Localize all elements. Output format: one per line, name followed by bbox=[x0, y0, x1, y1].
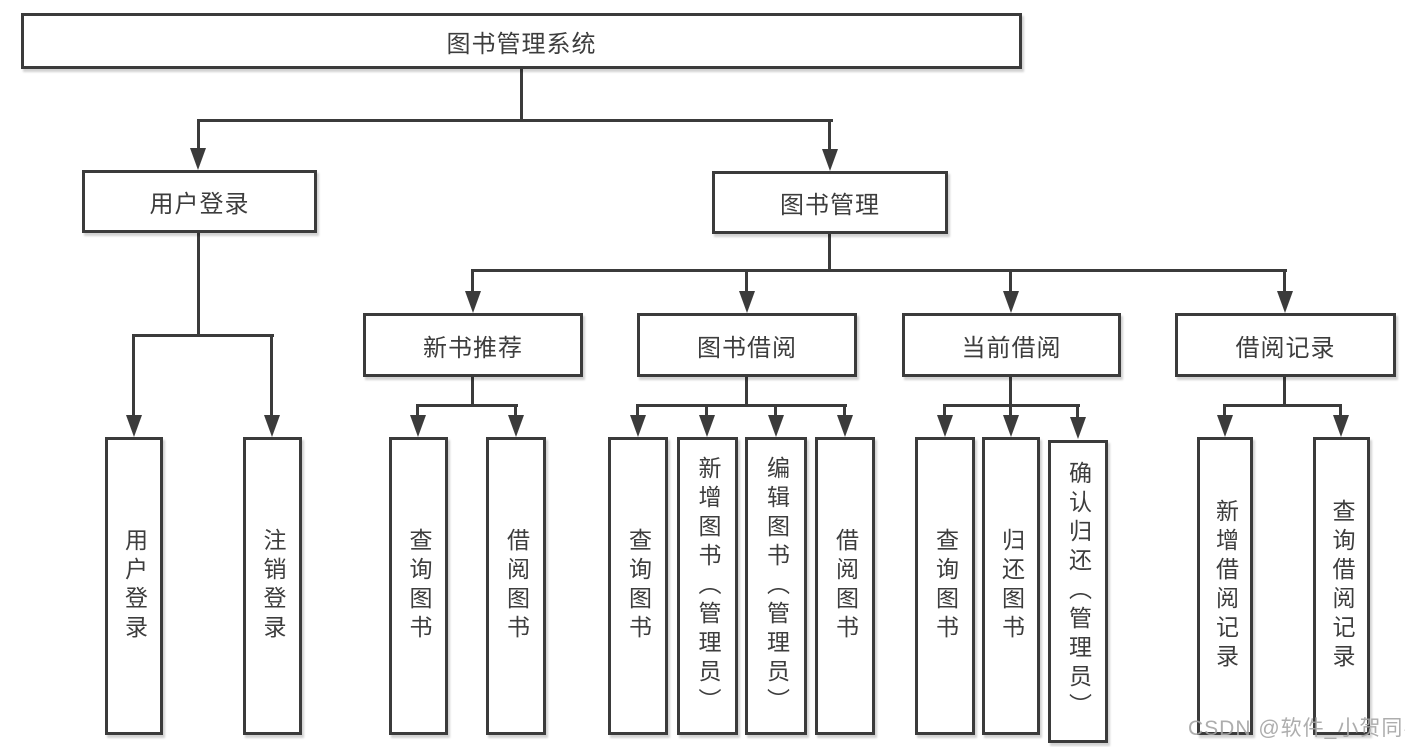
arrow-down-icon bbox=[1003, 415, 1019, 437]
connector-line bbox=[774, 404, 777, 417]
connector-line bbox=[132, 334, 274, 337]
leaf-user-login: 用户登录 bbox=[105, 437, 163, 735]
node-label: 查询图书 bbox=[932, 528, 959, 644]
connector-line bbox=[828, 234, 831, 272]
connector-line bbox=[1223, 404, 1342, 407]
connector-line bbox=[745, 269, 748, 293]
connector-line bbox=[270, 334, 273, 416]
connector-line bbox=[197, 233, 200, 337]
node-label: 借阅记录 bbox=[1235, 334, 1336, 362]
connector-line bbox=[1009, 404, 1012, 417]
arrow-down-icon bbox=[937, 415, 953, 437]
leaf-borrow-book: 借阅图书 bbox=[815, 437, 875, 735]
leaf-query-borrow-record: 查询借阅记录 bbox=[1313, 437, 1370, 735]
leaf-borrow-book-recommend: 借阅图书 bbox=[486, 437, 546, 735]
node-label: 编辑图书（管理员） bbox=[763, 455, 790, 717]
leaf-add-book-admin: 新增图书（管理员） bbox=[677, 437, 738, 735]
leaf-confirm-return-admin: 确认归还（管理员） bbox=[1048, 440, 1108, 743]
node-book-management-system: 图书管理系统 bbox=[21, 13, 1022, 69]
leaf-edit-book-admin: 编辑图书（管理员） bbox=[745, 437, 807, 735]
connector-line bbox=[197, 119, 833, 122]
node-user-login: 用户登录 bbox=[82, 170, 317, 233]
node-label: 借阅图书 bbox=[503, 528, 530, 644]
arrow-down-icon bbox=[1003, 291, 1019, 313]
connector-line bbox=[636, 404, 639, 417]
node-label: 查询图书 bbox=[625, 528, 652, 644]
arrow-down-icon bbox=[739, 291, 755, 313]
arrow-down-icon bbox=[768, 415, 784, 437]
arrow-down-icon bbox=[1277, 291, 1293, 313]
connector-line bbox=[1009, 269, 1012, 293]
connector-line bbox=[471, 269, 1287, 272]
connector-line bbox=[1223, 404, 1226, 417]
connector-line bbox=[471, 269, 474, 293]
connector-line bbox=[471, 377, 474, 407]
connector-line bbox=[1283, 269, 1286, 293]
node-label: 图书管理系统 bbox=[446, 30, 597, 58]
arrow-down-icon bbox=[190, 148, 206, 170]
node-label: 图书借阅 bbox=[697, 334, 797, 362]
node-label: 查询借阅记录 bbox=[1329, 499, 1355, 673]
leaf-query-book-recommend: 查询图书 bbox=[389, 437, 448, 735]
node-book-borrow: 图书借阅 bbox=[637, 313, 857, 377]
node-label: 图书管理 bbox=[780, 192, 880, 219]
arrow-down-icon bbox=[630, 415, 646, 437]
arrow-down-icon bbox=[126, 415, 142, 437]
node-label: 归还图书 bbox=[998, 528, 1025, 644]
leaf-return-book: 归还图书 bbox=[982, 437, 1040, 735]
arrow-down-icon bbox=[699, 415, 715, 437]
connector-line bbox=[705, 404, 708, 417]
node-label: 用户登录 bbox=[121, 528, 148, 644]
leaf-logout: 注销登录 bbox=[243, 437, 302, 735]
leaf-query-book-current: 查询图书 bbox=[915, 437, 975, 735]
connector-line bbox=[520, 68, 523, 121]
connector-line bbox=[636, 404, 847, 407]
leaf-add-borrow-record: 新增借阅记录 bbox=[1197, 437, 1253, 735]
node-label: 查询图书 bbox=[406, 528, 432, 644]
arrow-down-icon bbox=[1333, 415, 1349, 437]
arrow-down-icon bbox=[822, 149, 838, 171]
connector-line bbox=[1009, 377, 1012, 407]
node-current-borrow: 当前借阅 bbox=[902, 313, 1121, 377]
leaf-query-book-borrow: 查询图书 bbox=[608, 437, 668, 735]
arrow-down-icon bbox=[465, 291, 481, 313]
node-label: 借阅图书 bbox=[832, 528, 859, 644]
arrow-down-icon bbox=[508, 415, 524, 437]
node-label: 用户登录 bbox=[149, 191, 250, 218]
arrow-down-icon bbox=[837, 415, 853, 437]
connector-line bbox=[1076, 404, 1079, 417]
connector-line bbox=[1283, 377, 1286, 407]
connector-line bbox=[828, 119, 831, 150]
node-new-book-recommend: 新书推荐 bbox=[363, 313, 583, 377]
arrow-down-icon bbox=[1217, 415, 1233, 437]
node-borrow-records: 借阅记录 bbox=[1175, 313, 1396, 377]
arrow-down-icon bbox=[1070, 417, 1086, 439]
connector-line bbox=[745, 377, 748, 407]
connector-line bbox=[1339, 404, 1342, 417]
connector-line bbox=[843, 404, 846, 417]
arrow-down-icon bbox=[264, 415, 280, 437]
connector-line bbox=[416, 404, 419, 417]
node-label: 新增借阅记录 bbox=[1212, 499, 1239, 673]
connector-line bbox=[132, 334, 135, 416]
node-label: 当前借阅 bbox=[961, 334, 1062, 362]
node-book-management: 图书管理 bbox=[712, 171, 948, 234]
node-label: 新增图书（管理员） bbox=[695, 455, 721, 717]
connector-line bbox=[416, 404, 518, 407]
watermark: CSDN @软件_小贺同学 bbox=[1188, 717, 1405, 740]
arrow-down-icon bbox=[410, 415, 426, 437]
node-label: 注销登录 bbox=[260, 528, 286, 644]
connector-line bbox=[943, 404, 946, 417]
connector-line bbox=[197, 119, 200, 149]
connector-line bbox=[514, 404, 517, 417]
node-label: 确认归还（管理员） bbox=[1065, 461, 1092, 722]
node-label: 新书推荐 bbox=[423, 334, 523, 362]
